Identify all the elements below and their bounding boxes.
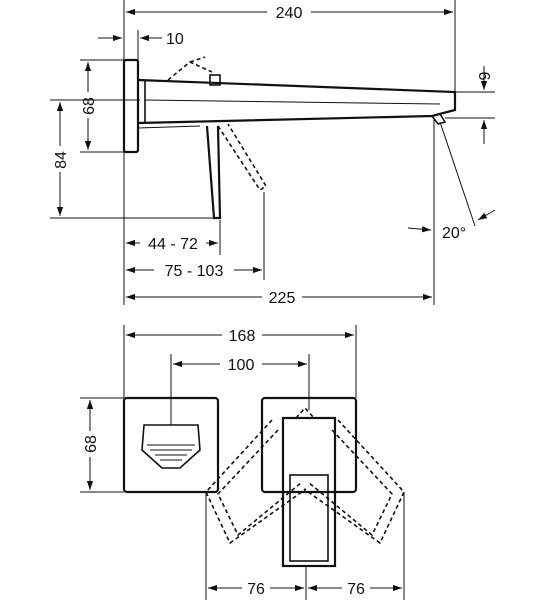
lever-swing-left [205,419,307,545]
lever-swing-right [303,419,405,545]
dim-68-front-label: 68 [83,435,100,453]
front-view: 168 100 68 76 76 [80,325,405,600]
dim-84-label: 84 [53,151,70,169]
dim-20-label: 20° [442,225,466,242]
dim-68-side-label: 68 [81,97,98,115]
dim-76-right-label: 76 [347,581,365,598]
side-view: 240 10 68 84 9 20° 44 - 7 [50,0,496,307]
wall-plate-side [122,58,140,154]
dim-9-label: 9 [477,71,494,80]
dim-44-72-label: 44 - 72 [148,236,198,253]
dim-76-left-label: 76 [247,581,265,598]
dim-10-label: 10 [166,31,184,48]
lever-plate-front [260,396,358,494]
lever-handle-front [281,416,337,568]
dim-75-103-label: 75 - 103 [165,263,224,280]
dim-225-label: 225 [269,290,296,307]
spout-body [137,78,457,125]
dim-168-label: 168 [229,328,256,345]
dim-100-label: 100 [228,357,255,374]
lever-handle [205,125,222,220]
dim-240-label: 240 [276,5,303,22]
spout-outlet [141,424,201,469]
